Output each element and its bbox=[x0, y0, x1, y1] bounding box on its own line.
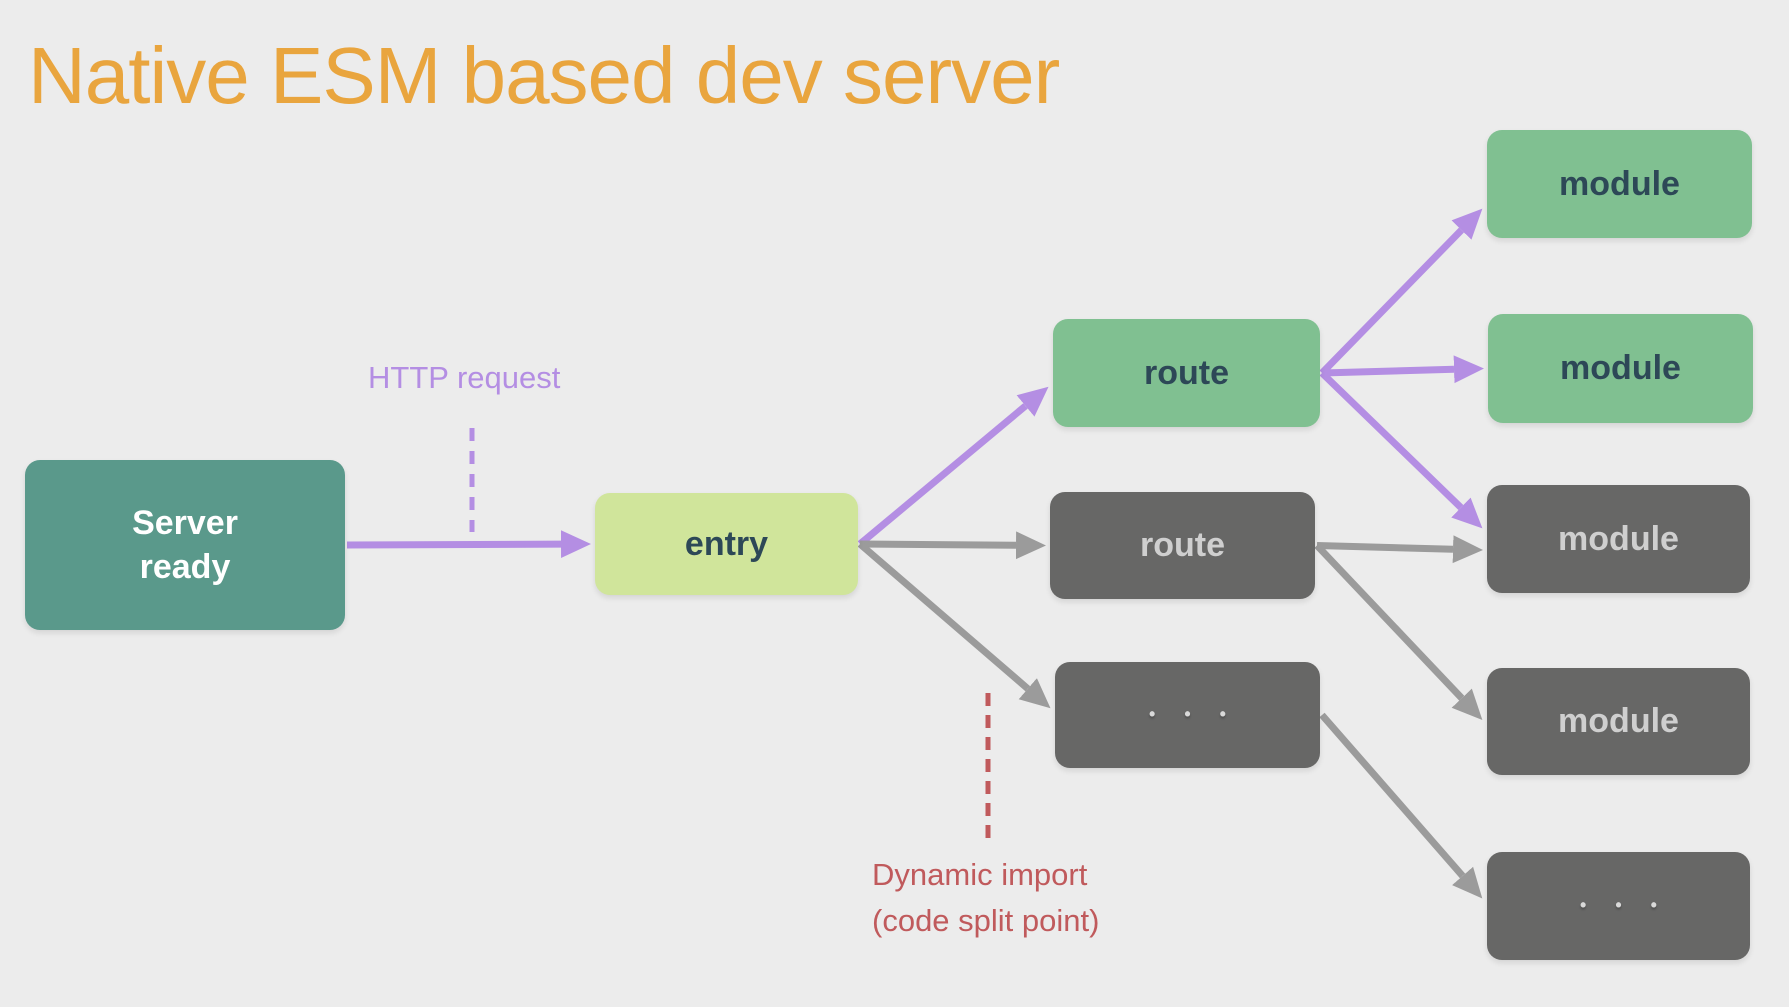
node-module-1: module bbox=[1487, 130, 1752, 238]
node-module-3: module bbox=[1487, 485, 1750, 593]
dynamic-import-label-line2: (code split point) bbox=[872, 903, 1100, 938]
node-route-gray: route bbox=[1050, 492, 1315, 599]
diagram-title: Native ESM based dev server bbox=[28, 31, 1060, 120]
http-request-label: HTTP request bbox=[368, 360, 561, 395]
edge-server-to-entry bbox=[346, 530, 591, 559]
node-server-ready: Server ready bbox=[25, 460, 345, 630]
node-route-green: route bbox=[1053, 319, 1320, 427]
node-routes-ellipsis: • • • bbox=[1055, 662, 1320, 768]
edge-route_active-to-module_3 bbox=[1319, 370, 1483, 529]
edge-route_active-to-module_1 bbox=[1319, 208, 1483, 376]
edge-entry-to-route_inactive bbox=[859, 531, 1046, 560]
node-entry: entry bbox=[595, 493, 858, 595]
dynamic-import-label-line1: Dynamic import bbox=[872, 857, 1088, 892]
edge-route_inactive-to-module_4 bbox=[1314, 543, 1483, 720]
edge-route_active-to-module_2 bbox=[1321, 355, 1484, 384]
node-module-4: module bbox=[1487, 668, 1750, 775]
edge-routes_more-to-modules_more bbox=[1319, 712, 1483, 899]
dynamic-import-label: Dynamic import (code split point) bbox=[872, 852, 1099, 944]
edge-route_inactive-to-module_3 bbox=[1316, 535, 1483, 564]
edge-entry-to-routes_more bbox=[857, 541, 1051, 709]
node-module-2: module bbox=[1488, 314, 1753, 423]
node-modules-ellipsis: • • • bbox=[1487, 852, 1750, 960]
edge-entry-to-route_active bbox=[857, 386, 1049, 547]
